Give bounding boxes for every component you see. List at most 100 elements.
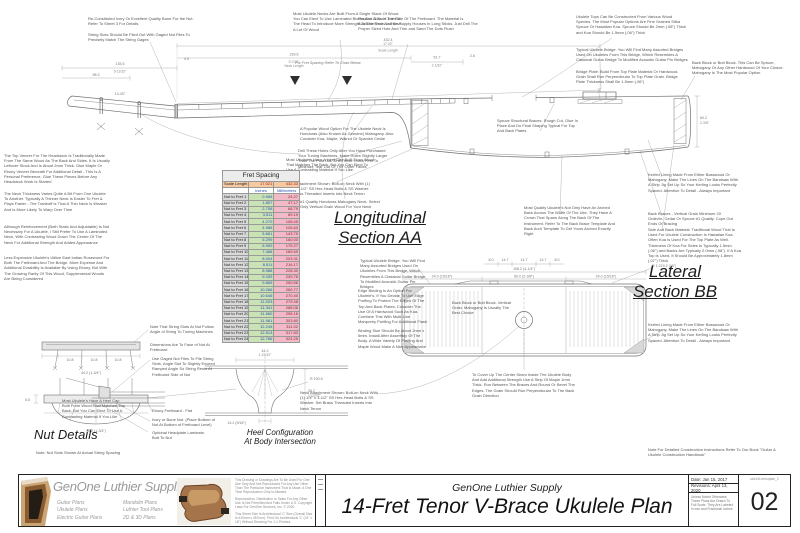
note-handbook: Note For Detailed Construction Instructi… <box>648 447 776 458</box>
note-back-block-vertical: Back Block or Butt Block. Vertical Grain… <box>452 300 511 316</box>
fret-row-label: Nut to Fret 11 <box>222 255 249 263</box>
note-neck-attachment-2: Neck Attachment Shown: Bolt-on Neck With… <box>300 390 378 411</box>
dim-saddleoff-mm: 2.6 <box>470 54 475 58</box>
heel-configuration-drawing <box>205 356 348 424</box>
brace-hatching <box>409 291 639 347</box>
note-bridge-typical-2: Typical Ukulele Bridge. You Will Find Ma… <box>360 258 426 289</box>
fret-table-row: Nut to Fret 21 11.961 303.80 <box>222 317 300 325</box>
legal-paragraph: This Sheet Size Is Architectural 'C' Siz… <box>235 511 313 524</box>
longitudinal-title-line2: Section AA <box>338 227 422 247</box>
dim-heel-radius: R 100.5 <box>310 377 323 381</box>
dim-head-mm: 135.5 <box>116 62 125 66</box>
revisions-row: Revisions: April 13, 2020 <box>689 483 738 493</box>
dim-nut-height: 4.5 <box>184 57 189 61</box>
tail-curve <box>687 95 691 148</box>
legal-paragraph: Reproduction, Distribution or Sales For … <box>235 496 313 510</box>
fret-row-label: Nut to Fret 24 <box>222 335 249 343</box>
note-nut-material: Re-Constituted Ivory Or Excellent Qualit… <box>88 16 194 27</box>
note-neck-reinforcement: Although Reinforcement (Both Static And … <box>4 224 110 245</box>
sheet-number-cell: uke14t-tenorplan_2 02 <box>739 475 790 526</box>
guitar-photo <box>21 477 51 526</box>
lateral-dimensions <box>401 261 647 282</box>
note-nut-files: Use Gaged Nut Files To File String Slots… <box>152 356 215 377</box>
longitudinal-dimensions <box>61 43 700 148</box>
leader-lines <box>99 37 696 433</box>
note-neck-thickness: The Neck Thickness Varies Quite A Bit Fr… <box>4 191 108 212</box>
note-fretboard-woods: Less Expensive Ukulele's Utilize East In… <box>4 255 110 281</box>
note-tuner-holes: Drill These Holes Only After You Have Pu… <box>298 148 388 169</box>
note-edge-binding: Edge Binding Is An Option For Ukulele's.… <box>358 288 428 325</box>
fret-row-label: Nut to Fret 7 <box>222 230 249 238</box>
dim-lat-s4: 14.7 <box>540 258 547 262</box>
nut-detail-labels: 10.8 10.8 10.8 44.2 (1-3/4") 5.5 44.2 (1… <box>25 358 122 433</box>
neck-underside <box>177 112 411 149</box>
dim-nut-height-side: 5.5 <box>25 398 30 402</box>
note-ivory-nut: Ivory or Bone Nut. (Place Bottom of Nut … <box>152 417 215 428</box>
dim-nut-sp3: 10.8 <box>115 358 122 362</box>
note-heel-cap: Most Ukulele's Have A Heel Cap Built Fro… <box>286 157 375 173</box>
dim-neck-mm: 239.6 <box>290 53 299 57</box>
supply-line: GenOne Luthier Supply <box>452 482 562 494</box>
dim-lat-s5: 8.0 <box>555 258 560 262</box>
file-reference: uke14t-tenorplan_2 <box>750 477 779 481</box>
fret-table-scale-label: Scale Length = <box>222 180 249 189</box>
heel-dimension-labels: 44.2 1-23/32" 14.2 (9/16") R 100.5 35.7 … <box>227 349 322 425</box>
fret-table-row: Nut to Fret 24 12.766 324.25 <box>222 335 300 343</box>
fret-row-label: Nut to Fret 23 <box>222 329 249 337</box>
neck-block <box>411 100 429 146</box>
note-headplate-laminate: Optional Headplate Laminate, Butt To Nut <box>152 430 205 441</box>
dim-neck-label: Neck Length <box>284 64 303 68</box>
top-brace <box>549 97 555 104</box>
fret-row-label: Nut to Fret 19 <box>222 304 249 312</box>
longitudinal-dimension-labels: 432.4 17.02" Scale Length 239.6 9-7/16" … <box>93 38 710 125</box>
product-item: Guitar Plans <box>57 500 85 506</box>
dim-lat-total: 108.2 (4-1/4") <box>513 267 535 271</box>
section-arrow <box>342 76 352 85</box>
title-cell: GenOne Luthier Supply 14-Fret Tenor V-Br… <box>326 475 689 526</box>
string-line <box>176 89 601 104</box>
fret-row-label: Nut to Fret 5 <box>222 218 249 226</box>
body-outline-inner <box>404 286 644 354</box>
soundhole-edges <box>491 94 537 101</box>
dim-head-in: 5-11/32" <box>114 70 127 74</box>
dim-bodydepth-mm: 60.2 <box>700 116 707 120</box>
scale-note: Unless Noted Otherwise, These Plans Are … <box>691 494 734 512</box>
date-cell: Date: Jan 15, 2017 Revisions: April 13, … <box>689 475 739 526</box>
fret-table-row: Nut to Fret 9 6.900 175.27 <box>222 242 300 251</box>
dim-neck-in: 9-7/16" <box>289 60 301 64</box>
note-kerfed-lining: Kerfed Lining Made From Either Basswood … <box>648 172 739 193</box>
top-plate-lines <box>205 365 348 369</box>
saddle <box>599 88 607 99</box>
section-arrow <box>290 76 300 85</box>
dim-heel-height-mm: 35.7 <box>308 389 315 393</box>
note-side-back-material: Side And Back Material: Traditional Wood… <box>648 227 742 264</box>
fret-table-row: Nut to Fret 17 10.646 270.40 <box>222 292 300 300</box>
back-brace <box>624 148 630 155</box>
fret-row-label: Nut to Fret 2 <box>222 199 249 207</box>
note-fret-chart-ref: For Fret Spacing Refer To Chart Below <box>295 61 361 65</box>
fret-table-row: Nut to Fret 7 5.661 143.79 <box>222 230 300 238</box>
fret-table-row: Nut to Fret 22 12.245 311.02 <box>222 323 300 331</box>
tuner-button-marks <box>96 122 144 136</box>
fret-row-label: Nut to Fret 16 <box>222 286 249 294</box>
string-angle-line <box>65 377 100 388</box>
fret-table-row: Nut to Fret 8 6.299 160.00 <box>222 236 300 244</box>
ukulele-photo <box>177 478 231 525</box>
dim-fbext-mm: 51.7 <box>434 56 441 60</box>
dim-scale-mm: 432.4 <box>384 38 393 42</box>
heel-title-line2: At Body Intersection <box>244 437 316 447</box>
heel-title-line1: Heel Configuration <box>246 428 314 437</box>
product-item: Ukulele Plans <box>57 507 88 514</box>
nut-details-drawing <box>33 341 149 425</box>
top-plate <box>410 95 689 100</box>
back-plate-lines <box>205 412 348 416</box>
note-center-seam: To Cover Up The Center Seam Inside The U… <box>472 372 575 398</box>
longitudinal-title-line1: Longitudinal <box>334 208 426 227</box>
kerfed-lining-corners <box>403 286 645 354</box>
fret-ticks <box>198 98 450 109</box>
fret-table-row: Nut to Fret 10 7.468 189.69 <box>222 249 300 257</box>
